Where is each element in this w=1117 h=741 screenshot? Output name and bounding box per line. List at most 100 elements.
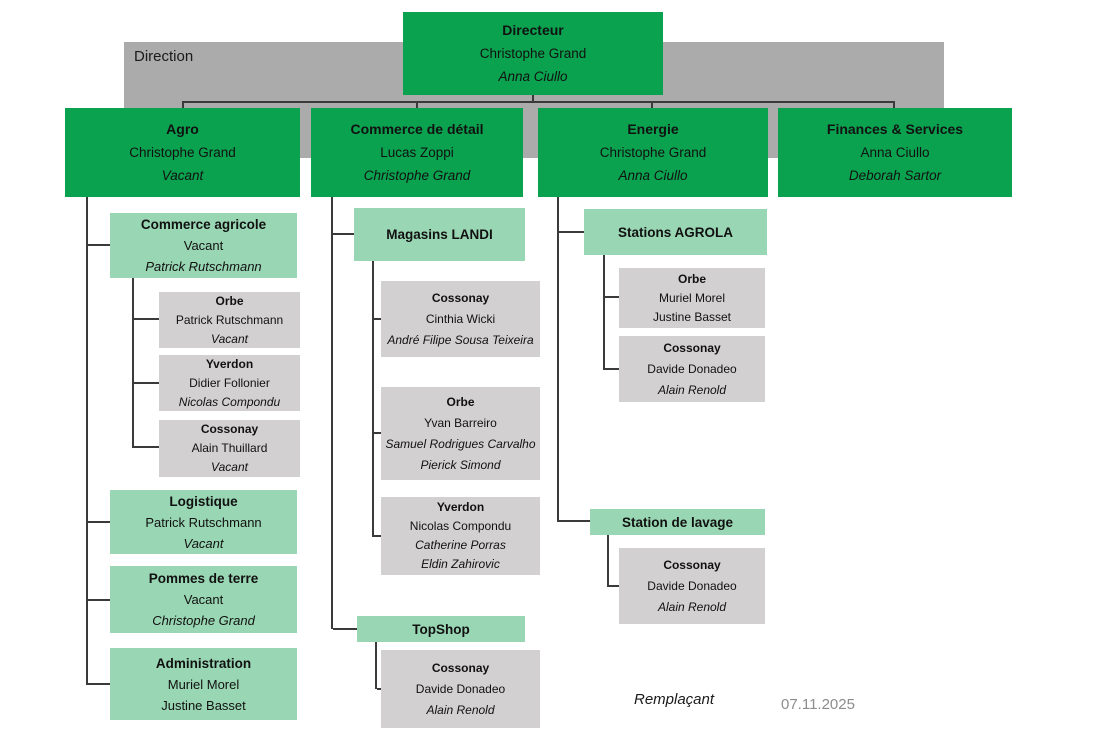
box-deputy2: Pierick Simond — [420, 457, 501, 472]
box-deputy: Alain Renold — [657, 382, 727, 397]
box-title: Commerce agricole — [140, 217, 267, 232]
box-holder2: Justine Basset — [652, 309, 732, 324]
box-title: TopShop — [412, 621, 470, 637]
box-deputy: Patrick Rutschmann — [145, 259, 262, 274]
box-title: Station de lavage — [621, 514, 734, 530]
org-box-magasins-landi: Magasins LANDI — [354, 208, 525, 261]
legend-remplacant: Remplaçant — [634, 691, 715, 708]
box-deputy: Vacant — [211, 460, 248, 474]
box-title: Magasins LANDI — [386, 227, 493, 242]
box-title: Finances & Services — [826, 121, 964, 137]
connector-line — [651, 101, 653, 110]
box-deputy: Vacant — [183, 535, 224, 551]
box-deputy: Vacant — [211, 331, 248, 346]
org-box-pommes-de-terre: Pommes de terre Vacant Christophe Grand — [110, 566, 297, 633]
box-holder: Nicolas Compondu — [409, 519, 512, 533]
connector-line — [331, 197, 333, 629]
connector-line — [372, 261, 374, 537]
box-holder: Lucas Zoppi — [380, 145, 454, 160]
connector-line — [88, 683, 110, 685]
site-box-cossonay-lavage: Cossonay Davide Donadeo Alain Renold — [619, 548, 765, 624]
site-box-cossonay-topshop: Cossonay Davide Donadeo Alain Renold — [381, 650, 540, 728]
box-holder: Anna Ciullo — [860, 145, 930, 160]
connector-line — [374, 318, 381, 320]
box-holder: Muriel Morel — [167, 676, 240, 692]
box-deputy: Christophe Grand — [152, 613, 255, 628]
direction-band-label: Direction — [134, 48, 194, 65]
connector-line — [134, 318, 159, 320]
org-box-stations-agrola: Stations AGROLA — [584, 209, 767, 255]
connector-line — [134, 446, 159, 448]
connector-line — [557, 197, 559, 522]
box-title: Cossonay — [200, 422, 259, 436]
org-box-commerce-de-detail: Commerce de détail Lucas Zoppi Christoph… — [311, 108, 523, 197]
site-box-yverdon-agro: Yverdon Didier Follonier Nicolas Compond… — [159, 355, 300, 411]
connector-line — [559, 231, 584, 233]
connector-line — [333, 628, 357, 630]
site-box-orbe-agro: Orbe Patrick Rutschmann Vacant — [159, 292, 300, 348]
connector-line — [605, 296, 619, 298]
box-holder: Davide Donadeo — [415, 681, 506, 696]
box-deputy2: Eldin Zahirovic — [421, 557, 500, 571]
connector-line — [333, 233, 354, 235]
box-title: Commerce de détail — [350, 121, 484, 137]
box-title: Orbe — [215, 293, 244, 308]
box-holder2: Justine Basset — [161, 697, 246, 713]
connector-line — [86, 197, 88, 685]
box-holder: Yvan Barreiro — [424, 415, 497, 430]
box-title: Pommes de terre — [148, 571, 259, 586]
box-holder: Patrick Rutschmann — [145, 514, 262, 530]
org-box-finances-services: Finances & Services Anna Ciullo Deborah … — [778, 108, 1012, 197]
connector-line — [532, 95, 534, 103]
box-title: Orbe — [677, 271, 706, 286]
box-holder: Muriel Morel — [658, 290, 725, 305]
box-holder: Alain Thuillard — [191, 441, 268, 455]
connector-line — [182, 101, 895, 103]
connector-line — [377, 688, 381, 690]
box-deputy: Deborah Sartor — [848, 168, 942, 183]
org-box-energie: Energie Christophe Grand Anna Ciullo — [538, 108, 768, 197]
box-deputy: Vacant — [161, 168, 204, 183]
box-holder: Patrick Rutschmann — [175, 312, 284, 327]
connector-line — [88, 521, 110, 523]
box-title: Cossonay — [663, 557, 721, 572]
site-box-cossonay-landi: Cossonay Cinthia Wicki André Filipe Sous… — [381, 281, 540, 357]
connector-line — [893, 101, 895, 110]
box-title: Orbe — [446, 394, 475, 409]
connector-line — [374, 535, 381, 537]
box-title: Cossonay — [663, 340, 721, 355]
date-label: 07.11.2025 — [781, 696, 855, 713]
box-holder: Davide Donadeo — [647, 578, 737, 593]
box-holder: Didier Follonier — [189, 375, 270, 390]
box-title: Yverdon — [205, 356, 254, 371]
box-title: Logistique — [169, 493, 238, 509]
box-deputy: Samuel Rodrigues Carvalho — [385, 436, 536, 451]
connector-line — [559, 520, 590, 522]
box-title: Administration — [155, 655, 252, 671]
box-deputy: Catherine Porras — [415, 538, 506, 552]
org-box-administration: Administration Muriel Morel Justine Bass… — [110, 648, 297, 720]
box-deputy: Nicolas Compondu — [178, 394, 281, 409]
org-box-directeur: Directeur Christophe Grand Anna Ciullo — [403, 12, 663, 95]
connector-line — [132, 278, 134, 448]
connector-line — [374, 432, 381, 434]
connector-line — [609, 585, 619, 587]
box-title: Yverdon — [436, 500, 485, 514]
box-deputy: Christophe Grand — [363, 168, 471, 183]
site-box-yverdon-landi: Yverdon Nicolas Compondu Catherine Porra… — [381, 497, 540, 575]
box-holder: Cinthia Wicki — [425, 311, 496, 326]
box-deputy: Anna Ciullo — [618, 168, 688, 183]
connector-line — [607, 535, 609, 587]
box-title: Cossonay — [431, 290, 490, 305]
box-title: Directeur — [502, 22, 564, 38]
org-box-agro: Agro Christophe Grand Vacant — [65, 108, 300, 197]
box-holder: Davide Donadeo — [647, 361, 737, 376]
box-holder: Vacant — [183, 592, 224, 607]
box-holder: Vacant — [183, 238, 224, 253]
site-box-orbe-landi: Orbe Yvan Barreiro Samuel Rodrigues Carv… — [381, 387, 540, 480]
box-title: Stations AGROLA — [617, 224, 733, 240]
connector-line — [88, 244, 110, 246]
connector-line — [375, 642, 377, 689]
box-deputy: Anna Ciullo — [498, 69, 568, 84]
